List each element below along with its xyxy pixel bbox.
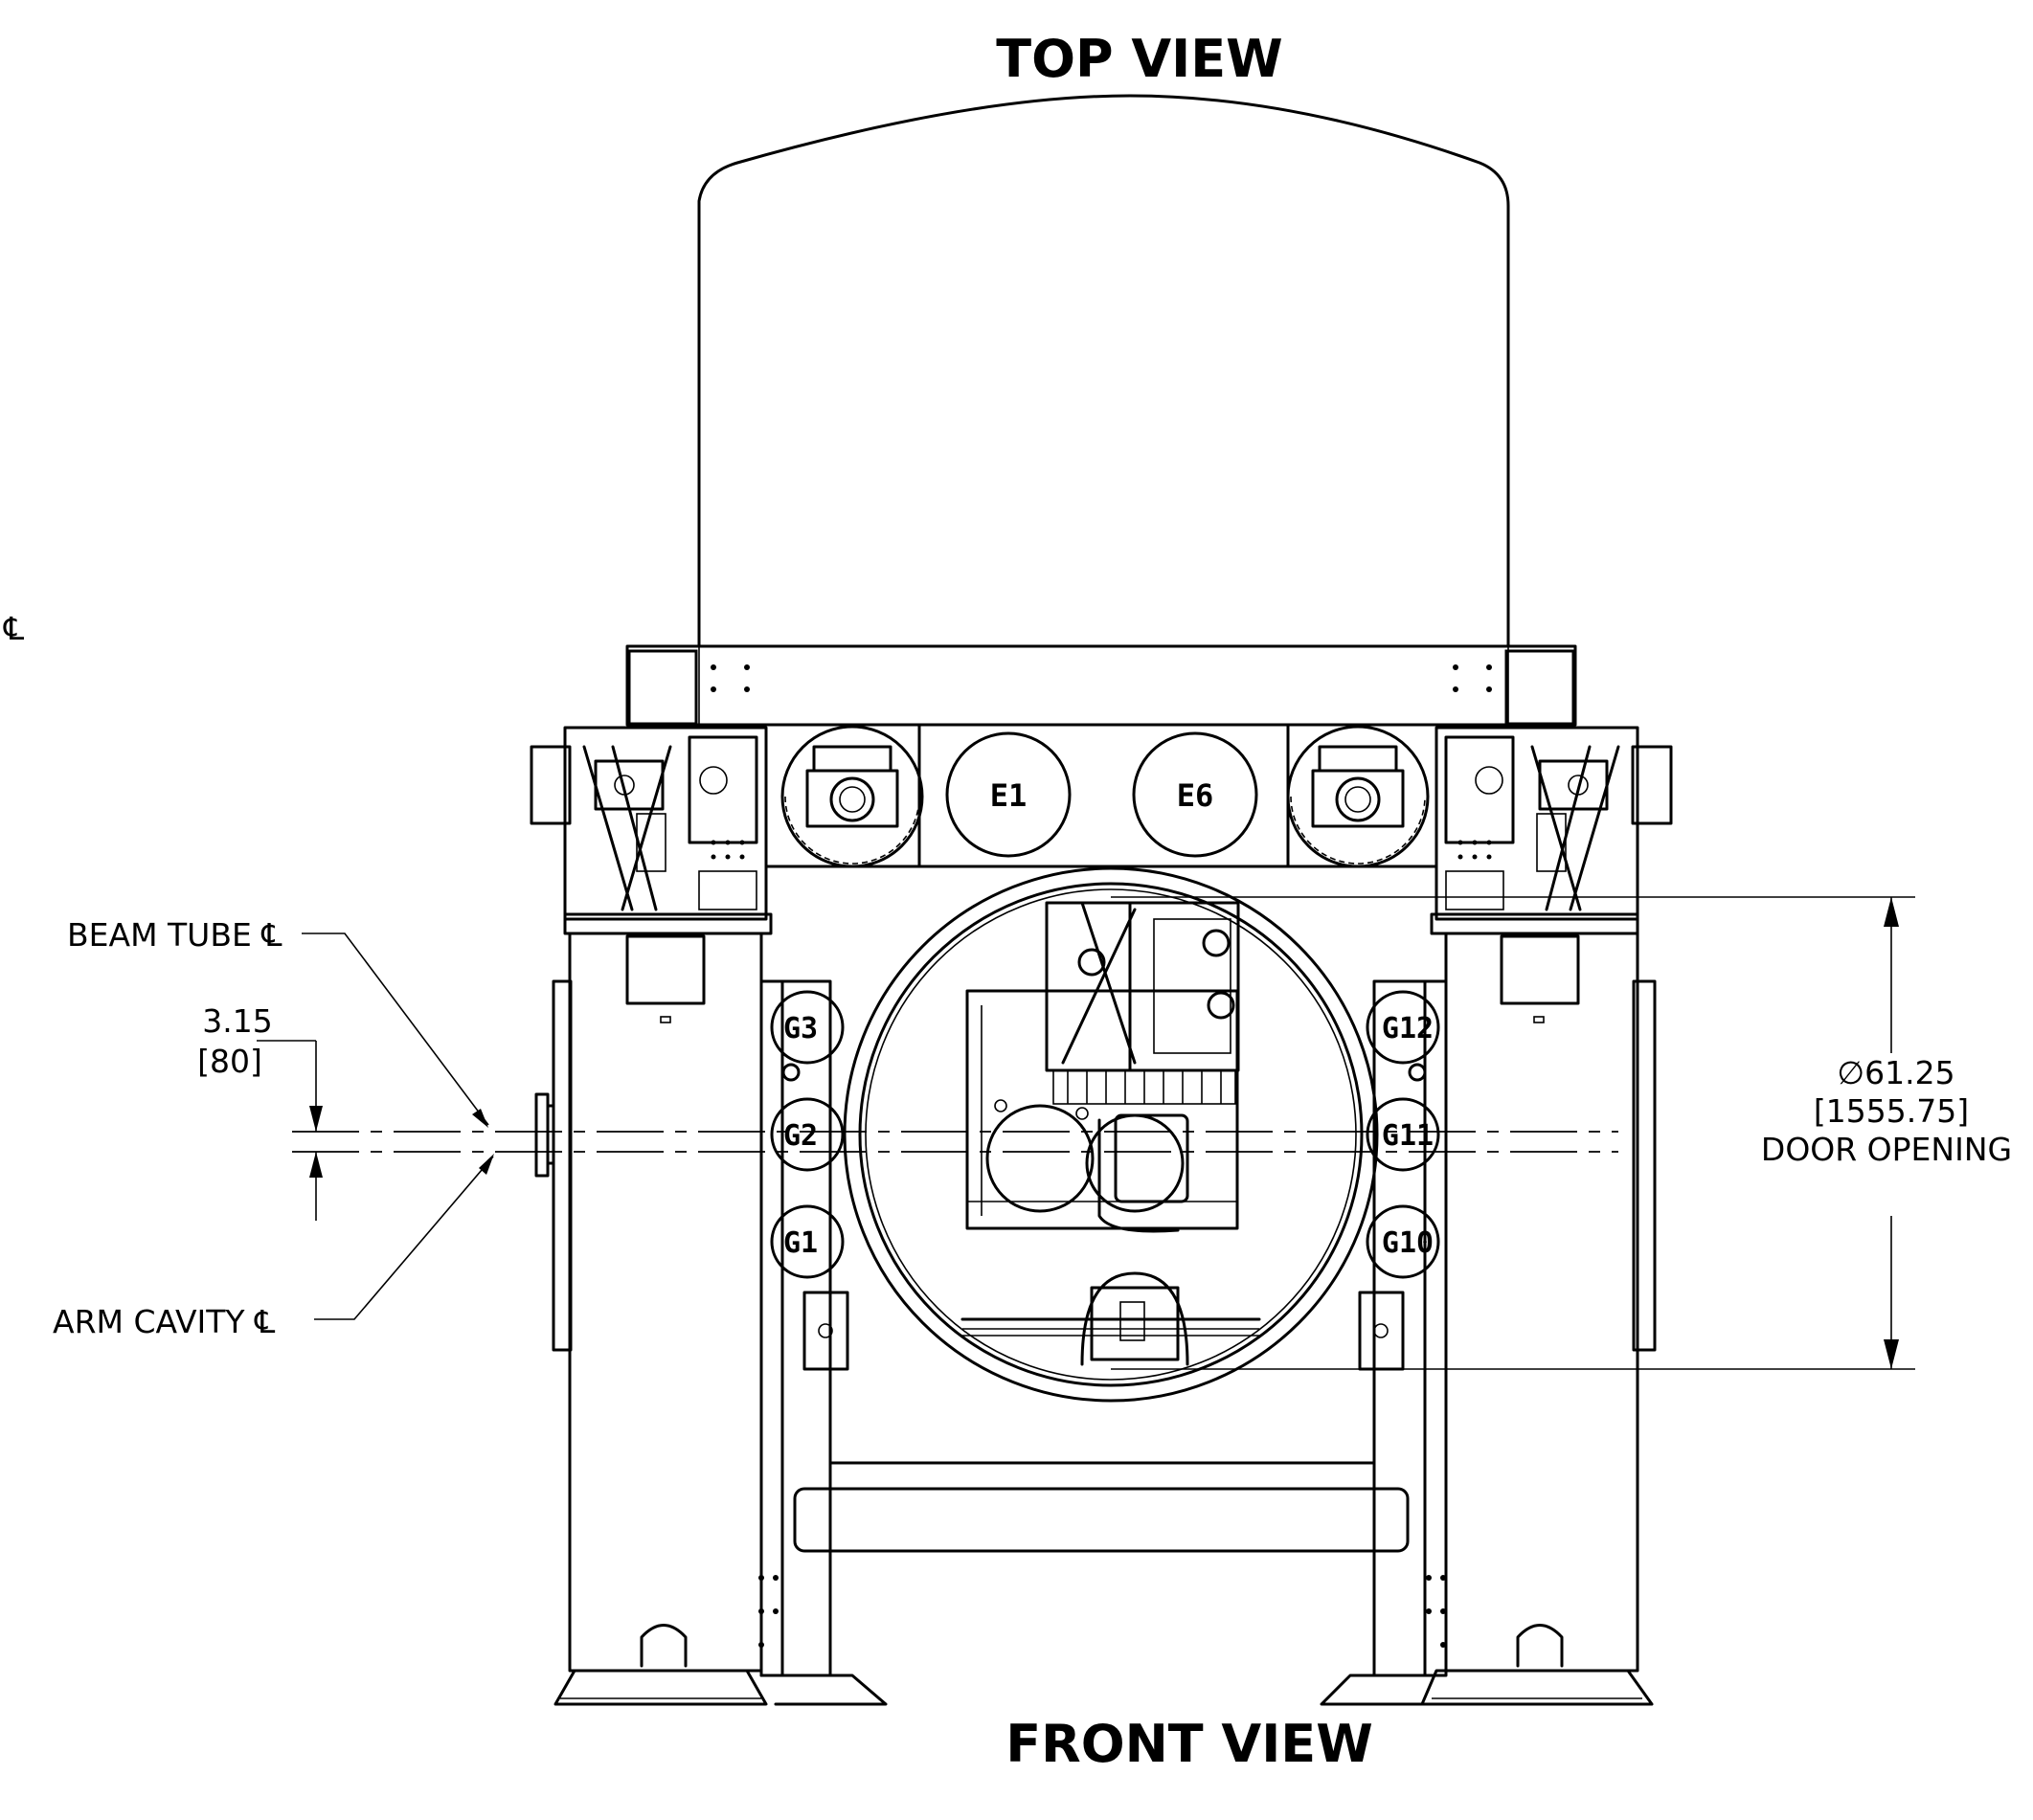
offset-dimension-imperial: 3.15 [202, 1002, 272, 1040]
port-g12: G12 [1366, 990, 1440, 1065]
upper-port-band [764, 723, 1438, 868]
port-g1: G1 [770, 1204, 845, 1279]
lower-cross-beam [793, 1461, 1410, 1553]
port-e6-label: E6 [1177, 777, 1214, 814]
port-g2: G2 [770, 1097, 845, 1172]
left-pier [552, 932, 888, 1706]
door-dimension-label: DOOR OPENING [1761, 1131, 2012, 1168]
left-tower-machinery [530, 726, 773, 935]
top-view-title: TOP VIEW [996, 29, 1282, 89]
door-opening-dimension [1111, 896, 1915, 1370]
port-e1: E1 [945, 731, 1072, 858]
front-view-title: FRONT VIEW [1005, 1714, 1373, 1774]
beam-tube-callout: BEAM TUBE ℄ [67, 916, 282, 954]
right-pier [1320, 932, 1657, 1706]
arm-cavity-callout: ARM CAVITY ℄ [53, 1303, 275, 1340]
internal-optics-assembly [965, 901, 1240, 1233]
chamber-door [843, 866, 1379, 1403]
port-g3-label: G3 [783, 1012, 818, 1045]
port-g12-label: G12 [1382, 1012, 1434, 1045]
offset-dimension [257, 1040, 323, 1221]
port-g11: G11 [1366, 1097, 1440, 1172]
door-dimension-imperial: ∅61.25 [1837, 1054, 1954, 1091]
lower-fixture [960, 1271, 1261, 1366]
port-g10: G10 [1366, 1204, 1440, 1279]
port-g10-label: G10 [1382, 1226, 1434, 1260]
bolt-icon [1408, 1063, 1427, 1082]
port-g11-label: G11 [1382, 1119, 1434, 1153]
port-e1-label: E1 [990, 777, 1028, 814]
beam-tube-flange [534, 1092, 555, 1178]
door-dimension-metric: [1555.75] [1814, 1092, 1969, 1130]
port-e6: E6 [1132, 731, 1258, 858]
centerline-symbol: ℄ [3, 610, 24, 647]
port-g1-label: G1 [783, 1226, 818, 1260]
port-g3: G3 [770, 990, 845, 1065]
bolt-icon [781, 1063, 801, 1082]
port-g2-label: G2 [783, 1119, 818, 1153]
dome-outline [697, 94, 1510, 648]
beam-tube-leader [302, 932, 489, 1128]
right-tower-machinery [1430, 726, 1673, 935]
top-header-beam [625, 644, 1577, 727]
offset-dimension-metric: [80] [197, 1043, 262, 1080]
arm-cavity-leader [314, 1154, 494, 1320]
